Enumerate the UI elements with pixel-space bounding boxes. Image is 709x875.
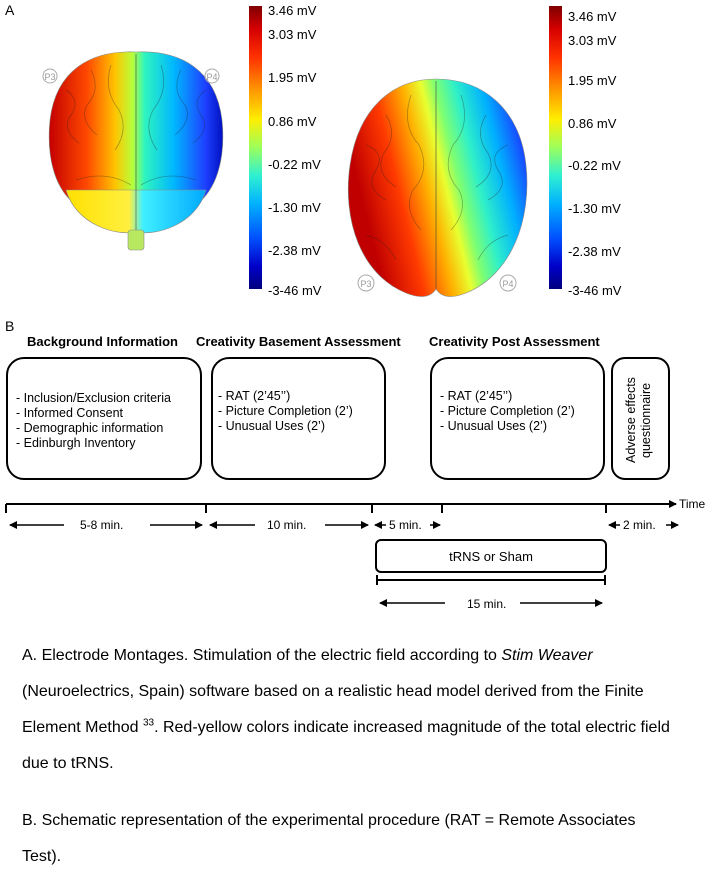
duration-label: 5-8 min. [80,518,124,532]
list-item: - Picture Completion (2’) [440,404,575,418]
colorbar-tick: -3-46 mV [568,283,622,298]
list-item: - RAT (2’45’’) [218,389,291,403]
header-post-assessment: Creativity Post Assessment [429,334,600,349]
caption-b: B. Schematic representation of the exper… [22,812,636,865]
timeline-diagram [5,500,679,607]
colorbar-tick: -1.30 mV [268,200,321,215]
electrode-label: P3 [44,72,55,82]
list-item: - Demographic information [16,421,164,435]
brain-posterior-view: P3 P4 [42,51,224,251]
colorbar-left [249,6,262,289]
duration-label: 10 min. [267,518,307,532]
header-background-info: Background Information [27,334,178,349]
electrode-label: P3 [360,279,371,289]
list-item: - Inclusion/Exclusion criteria [16,391,171,405]
colorbar-tick: 3.46 mV [568,9,617,24]
duration-label: 15 min. [467,597,507,611]
colorbar-tick: -0.22 mV [568,158,621,173]
list-item: - Edinburgh Inventory [16,436,136,450]
box-basement-assessment: - RAT (2’45’’) - Picture Completion (2’)… [211,357,386,480]
colorbar-tick: -3-46 mV [268,283,322,298]
list-item: - Unusual Uses (2’) [218,419,325,433]
list-item: - Informed Consent [16,406,123,420]
caption-a-suffix: . Red-yellow colors indicate increased m… [22,719,670,772]
electrode-label: P4 [502,279,513,289]
caption-a-software: Stim Weaver [501,647,593,664]
brain-top-view: P3 P4 [347,78,528,297]
panel-a-letter: A [5,2,15,18]
caption-a-mid: (Neuroelectrics, Spain) software based o… [22,683,644,736]
time-axis-label: Time [679,497,706,511]
caption-a: A. Electrode Montages. Stimulation of th… [22,638,672,782]
colorbar-tick: 0.86 mV [268,114,317,129]
list-item: - Picture Completion (2’) [218,404,353,418]
box-background-info: - Inclusion/Exclusion criteria - Informe… [6,357,202,480]
box-adverse-effects: Adverse effects questionnaire [611,357,670,480]
stim-condition-box: tRNS or Sham [375,539,607,573]
colorbar-tick: 3.46 mV [268,3,317,18]
colorbar-right [549,6,562,289]
box-post-assessment: - RAT (2’45’’) - Picture Completion (2’)… [430,357,605,480]
header-basement-assessment: Creativity Basement Assessment [196,334,401,349]
list-item: - Unusual Uses (2’) [440,419,547,433]
electrode-p4-marker [204,68,220,84]
colorbar-tick: 3.03 mV [568,33,617,48]
caption-a-prefix: A. Electrode Montages. Stimulation of th… [22,647,502,664]
colorbar-tick: 0.86 mV [568,116,617,131]
colorbar-tick: 1.95 mV [268,70,317,85]
adverse-effects-label: Adverse effects questionnaire [624,377,653,463]
colorbar-tick: 1.95 mV [568,73,617,88]
duration-label: 2 min. [623,518,656,532]
caption-a-reference: 33 [142,717,155,729]
electrode-label: P4 [206,72,217,82]
duration-label: 5 min. [389,518,422,532]
colorbar-tick: 3.03 mV [268,27,317,42]
electrode-p3-marker [42,68,58,84]
colorbar-tick: -0.22 mV [268,157,321,172]
colorbar-tick: -1.30 mV [568,201,621,216]
colorbar-tick: -2.38 mV [568,244,621,259]
colorbar-tick: -2.38 mV [268,243,321,258]
list-item: - RAT (2’45’’) [440,389,513,403]
panel-b-letter: B [5,318,15,334]
